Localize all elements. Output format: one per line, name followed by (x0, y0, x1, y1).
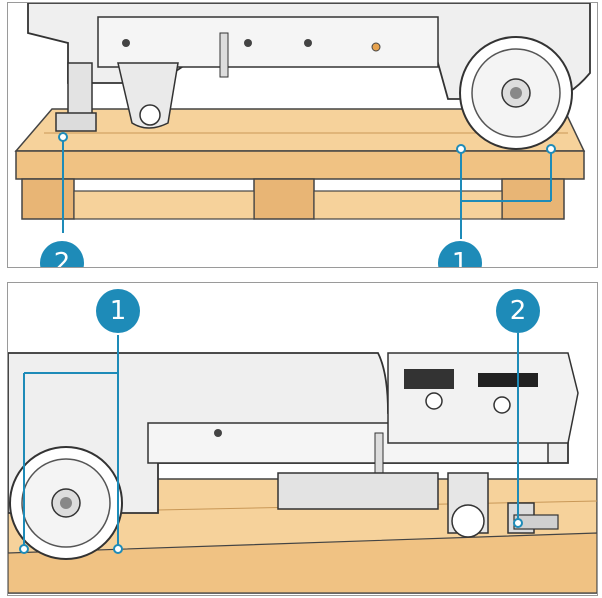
pallet-top (14, 108, 586, 220)
callout-badge-2-top: 2 (40, 241, 84, 267)
callout-number: 2 (510, 296, 527, 326)
machine-body-bottom (8, 352, 579, 538)
callout-lines-bottom (19, 333, 523, 554)
callout-badge-1-bottom: 1 (96, 289, 140, 333)
machine-body-top (27, 3, 591, 132)
wheel-bottom (9, 446, 123, 560)
callout-number: 1 (452, 248, 469, 267)
callout-badge-2-bottom: 2 (496, 289, 540, 333)
callout-number: 2 (54, 248, 71, 267)
callout-lines-top (58, 132, 556, 239)
top-view-panel: 2 1 (7, 2, 598, 268)
callout-number: 1 (110, 296, 127, 326)
wheel-top (459, 36, 573, 150)
bottom-view-panel: 1 2 (7, 282, 598, 596)
bottom-illustration: 1 2 (8, 289, 597, 594)
callout-badge-1-top: 1 (438, 241, 482, 267)
top-illustration: 2 1 (14, 3, 591, 267)
